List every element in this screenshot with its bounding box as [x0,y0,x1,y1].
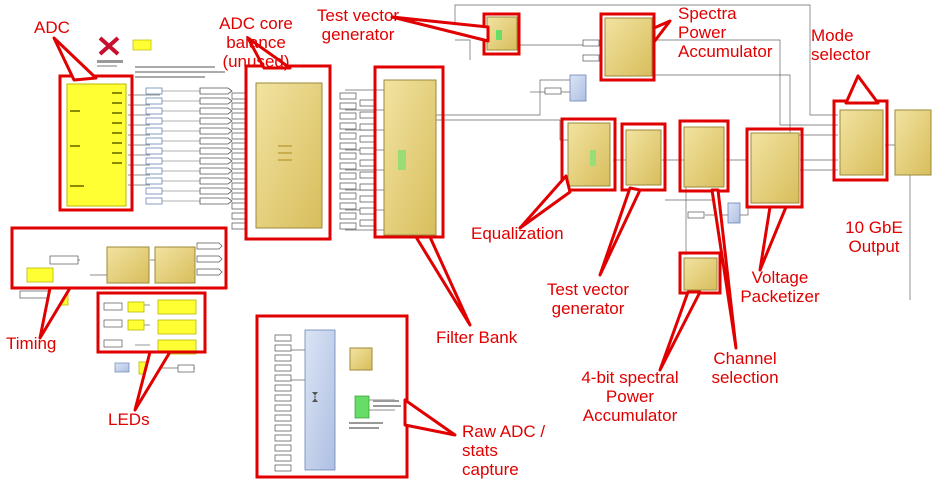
adc-output-ports [145,87,163,205]
timing-blocks[interactable] [19,242,223,306]
label-voltage-packetizer: Voltage Packetizer [740,268,820,306]
adc-core-balance-block[interactable] [231,82,357,230]
caption-lines [135,66,225,78]
select-mux-mid[interactable] [687,202,741,224]
filter-bank-block[interactable] [359,79,437,236]
label-mode-selector: Mode selector [811,26,871,64]
label-adc: ADC [34,18,70,37]
xilinx-logo [97,36,152,67]
label-leds: LEDs [108,410,150,429]
label-ten-gbe-output: 10 GbE Output [845,218,903,256]
channel-selection-block[interactable] [683,126,725,188]
callout-boxes [10,12,889,479]
adc-goto-tags [199,87,233,205]
callout-pointers [38,15,880,437]
ten-gbe-output-block[interactable] [894,109,932,176]
select-mux-top[interactable] [544,74,587,102]
label-spectra-power-accumulator: Spectra Power Accumulator [678,4,773,61]
spectra-power-accumulator-block[interactable] [582,17,653,77]
label-timing: Timing [6,334,57,353]
label-equalization: Equalization [471,224,564,243]
label-four-bit-spectral: 4-bit spectral Power Accumulator [581,368,679,425]
adc-fanout-lines [162,90,200,202]
mode-selector-block[interactable] [839,109,884,176]
equalization-block[interactable] [567,122,611,187]
label-adc-core-balance: ADC core balance (unused) [219,14,293,71]
four-bit-spectral-power-accumulator-block[interactable] [683,257,718,291]
test-vector-generator-mid-block[interactable] [625,129,662,186]
label-raw-adc-stats: Raw ADC / stats capture [462,422,546,479]
label-test-vector-generator-mid: Test vector generator [546,280,630,318]
label-filter-bank: Filter Bank [436,328,518,347]
label-test-vector-generator-top: Test vector generator [316,6,400,44]
voltage-packetizer-block[interactable] [750,132,800,204]
test-vector-generator-top-block[interactable] [486,16,518,51]
label-channel-selection: Channel selection [711,349,779,387]
raw-adc-stats-capture-block[interactable] [274,329,401,472]
adc-block[interactable] [66,83,127,207]
